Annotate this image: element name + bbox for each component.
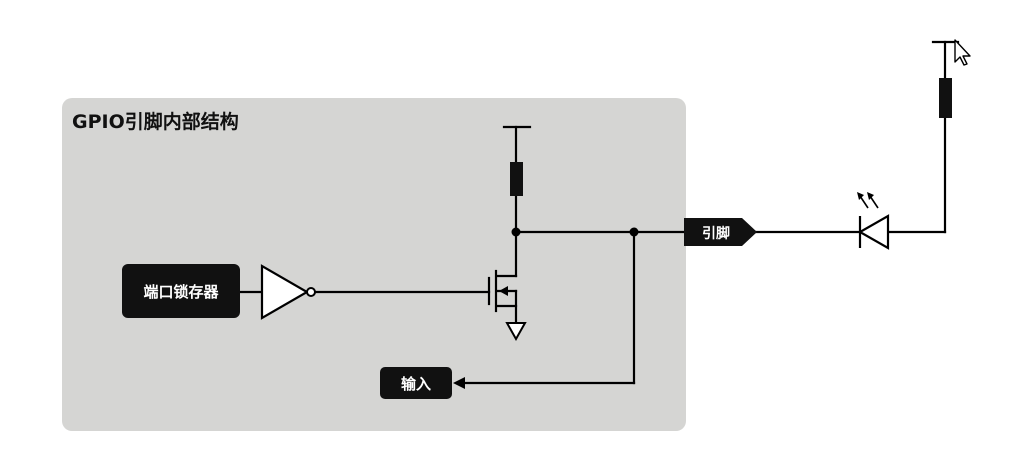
mouse-pointer-icon (954, 39, 971, 66)
input-label: 输入 (401, 375, 431, 393)
inverter-gate (260, 264, 310, 320)
port-latch-label: 端口锁存器 (143, 283, 219, 301)
port-latch-box (122, 264, 240, 318)
panel-title: GPIO引脚内部结构 (72, 110, 239, 133)
pin-label-box (684, 218, 757, 246)
input-box (380, 367, 452, 399)
ground-symbol (505, 322, 527, 342)
pull-up-resistor (510, 162, 523, 196)
input-arrow (453, 377, 465, 389)
pin-label: 引脚 (702, 226, 730, 242)
led-symbol (857, 192, 890, 250)
inverter-bubble (306, 287, 316, 297)
gpio-internal-panel (62, 98, 686, 431)
mosfet-arrow (499, 286, 508, 296)
drain-junction (511, 227, 521, 237)
external-resistor (939, 78, 952, 118)
input-tap-junction (629, 227, 639, 237)
